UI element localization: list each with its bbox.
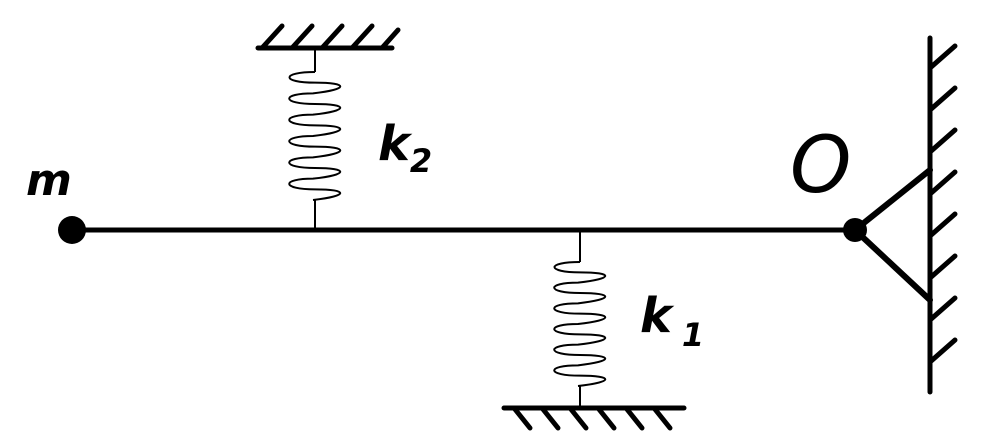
spring-k2-label-sub: 2 xyxy=(410,142,432,180)
spring-k2-label-base: k xyxy=(378,116,413,172)
spring-k1-label-base: k xyxy=(640,288,675,344)
spring-k1-label-sub: 1 xyxy=(682,316,704,354)
top-ceiling-support xyxy=(255,23,401,51)
pivot-label: O xyxy=(790,121,851,211)
spring-k2-label: k2 xyxy=(378,116,432,180)
mass-point xyxy=(58,216,86,244)
wall-support xyxy=(927,35,958,395)
spring-k1 xyxy=(553,230,607,408)
bottom-floor-support xyxy=(501,405,687,431)
mass-label: m xyxy=(26,155,72,206)
spring-k2 xyxy=(288,48,342,230)
pivot-bracket xyxy=(852,167,933,303)
